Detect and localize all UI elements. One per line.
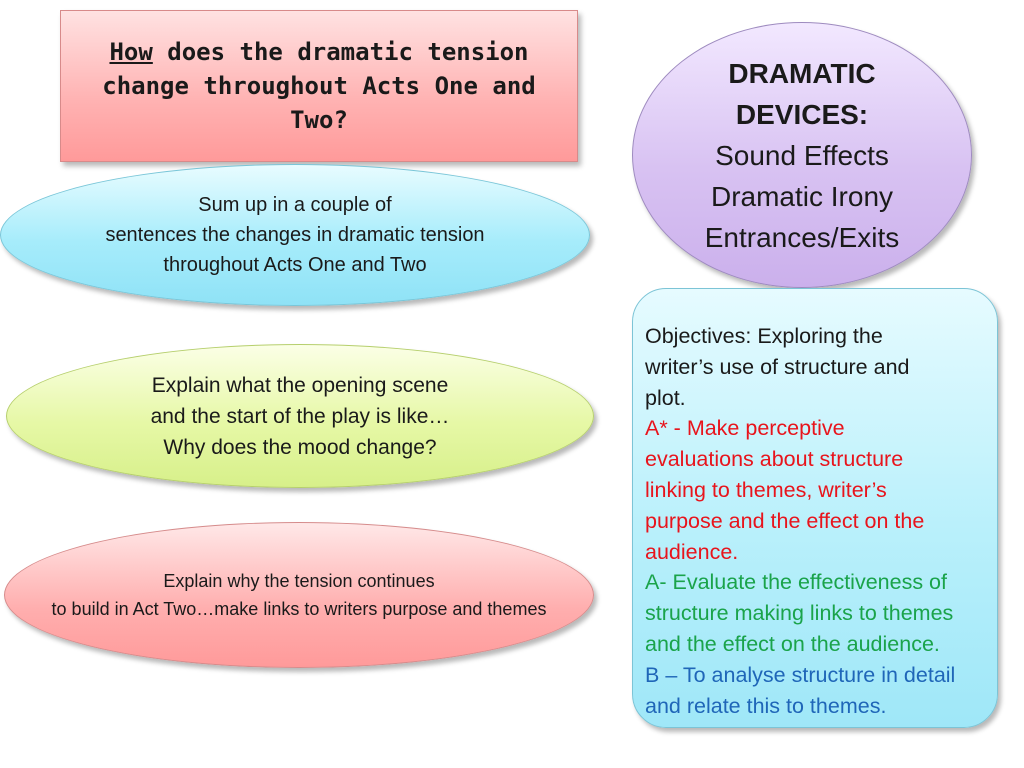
title-line-3: Two? <box>290 106 348 134</box>
oval-text-line: Why does the mood change? <box>163 435 437 459</box>
objectives-box: Objectives: Exploring the writer’s use o… <box>632 288 998 728</box>
objective-a-star-line: A* - Make perceptive <box>645 416 845 441</box>
oval-text-line: Explain why the tension continues <box>163 571 435 591</box>
objective-a-star-line: evaluations about structure <box>645 447 904 472</box>
dramatic-devices-oval: DRAMATIC DEVICES: Sound Effects Dramatic… <box>632 22 972 288</box>
task-oval-act-two: Explain why the tension continues to bui… <box>4 522 594 668</box>
oval-text-line: and the start of the play is like… <box>150 404 450 428</box>
objectives-intro-line: Objectives: Exploring the <box>645 324 883 348</box>
oval-text-line: sentences the changes in dramatic tensio… <box>105 224 485 246</box>
objective-a-star-line: purpose and the effect on the <box>645 508 925 533</box>
objective-a-star-line: audience. <box>645 539 739 564</box>
oval-text-line: throughout Acts One and Two <box>163 254 427 276</box>
objective-b-line: B – To analyse structure in detail <box>645 662 956 687</box>
objective-b-line: and relate this to themes. <box>645 693 887 718</box>
title-line-2: change throughout Acts One and <box>102 72 536 100</box>
question-title-box: How does the dramatic tension change thr… <box>60 10 578 162</box>
devices-heading-line-2: DEVICES: <box>735 98 869 130</box>
oval-text-line: Explain what the opening scene <box>151 373 449 397</box>
oval-text-line: Sum up in a couple of <box>198 194 392 216</box>
device-item: Sound Effects <box>715 139 889 171</box>
objective-a-line: structure making links to themes <box>645 601 954 626</box>
question-title: How does the dramatic tension change thr… <box>102 35 535 137</box>
objective-a-line: A- Evaluate the effectiveness of <box>645 570 947 595</box>
oval-text-line: to build in Act Two…make links to writer… <box>51 599 547 619</box>
objectives-intro-line: plot. <box>645 385 686 410</box>
title-emphasis-word: How <box>109 38 153 66</box>
devices-heading-line-1: DRAMATIC <box>728 57 876 89</box>
device-item: Dramatic Irony <box>710 180 894 212</box>
objectives-intro-line: writer’s use of structure and <box>645 354 910 379</box>
device-item: Entrances/Exits <box>704 221 900 253</box>
task-oval-opening-scene: Explain what the opening scene and the s… <box>6 344 594 488</box>
objective-a-line: and the effect on the audience. <box>645 631 940 656</box>
title-line-1-rest: does the dramatic tension <box>152 38 529 66</box>
objective-a-star-line: linking to themes, writer’s <box>645 477 887 502</box>
task-oval-sum-up: Sum up in a couple of sentences the chan… <box>0 164 590 306</box>
